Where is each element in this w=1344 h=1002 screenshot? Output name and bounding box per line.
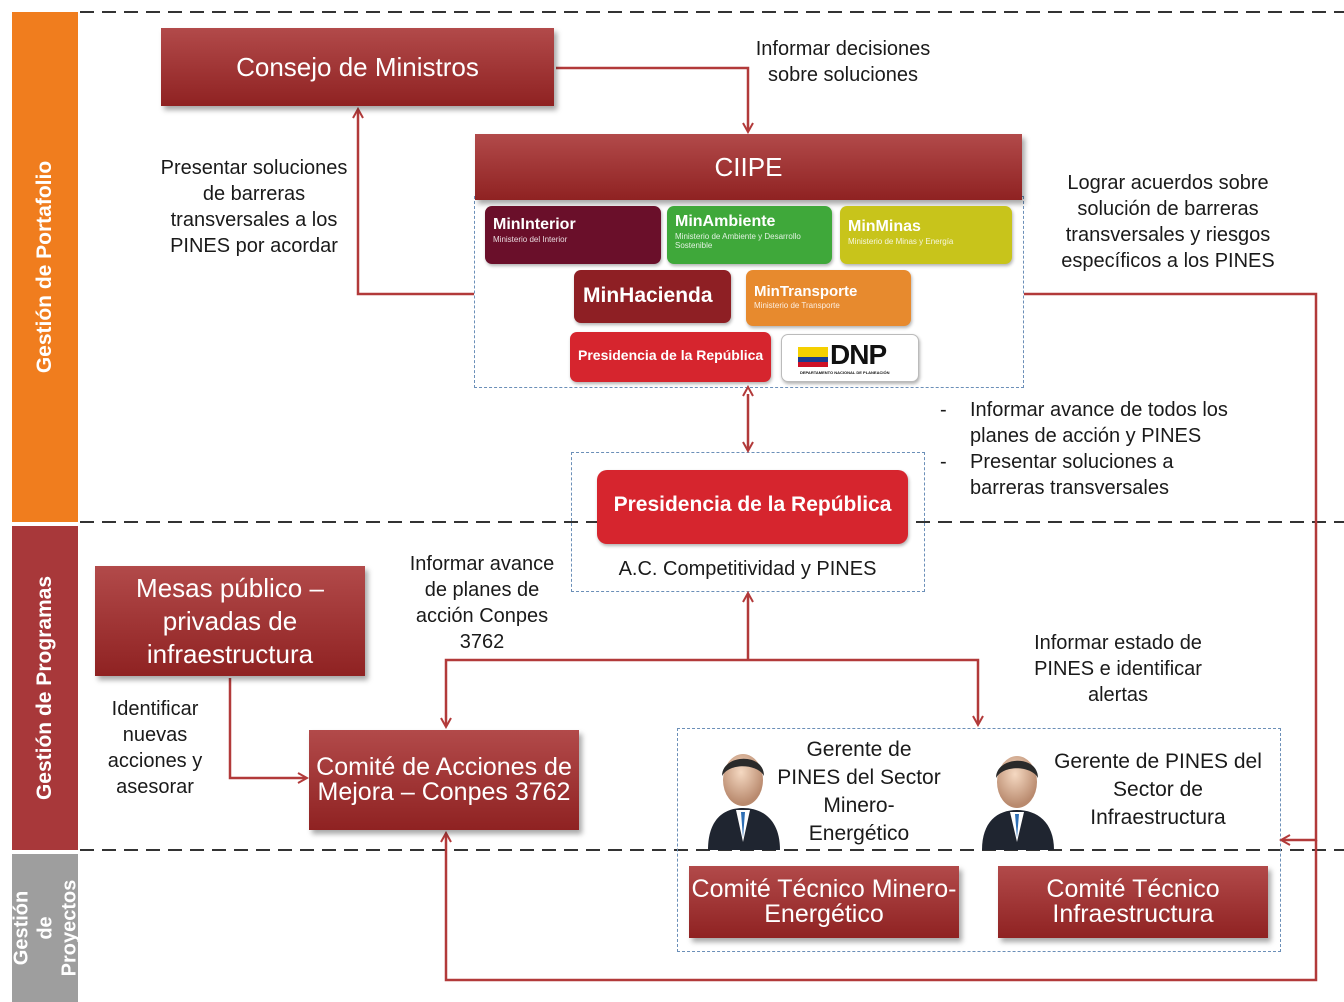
ac-competitividad-label: A.C. Competitividad y PINES <box>618 558 877 580</box>
bullet-item: - Informar avance de todos los planes de… <box>940 399 1228 447</box>
bullet-list: - Informar avance de todos los planes de… <box>940 397 1270 501</box>
minminas-logo: MinMinas Ministerio de Minas y Energía <box>840 206 1012 264</box>
informar-avance-conpes-label: Informar avance de planes de acción Conp… <box>409 553 555 653</box>
mesas-publico-privadas-box: Mesas público – privadas de infraestruct… <box>95 566 365 676</box>
presidencia-big-logo: Presidencia de la República <box>597 470 908 544</box>
gerente-infraestructura-avatar-icon <box>982 756 1054 850</box>
mintransporte-logo: MinTransporte Ministerio de Transporte <box>746 270 911 326</box>
comite-tecnico-infraestructura-box: Comité Técnico Infraestructura <box>998 866 1268 938</box>
informar-estado-label: Informar estado de PINES e identificar a… <box>1034 632 1202 706</box>
band-gestion-portafolio: Gestión de Portafolio <box>12 12 78 522</box>
presidencia-small-logo: Presidencia de la República <box>570 332 771 382</box>
informar-decisiones-label: Informar decisiones sobre soluciones <box>755 38 931 86</box>
gerente-minero-label: Gerente de PINES del Sector Minero-Energ… <box>777 738 941 845</box>
mininterior-logo: MinInterior Ministerio del Interior <box>485 206 661 264</box>
ciipe-box: CIIPE <box>475 134 1022 200</box>
comite-acciones-mejora-box: Comité de Acciones de Mejora – Conpes 37… <box>309 730 579 830</box>
dnp-logo: DNP DEPARTAMENTO NACIONAL DE PLANEACIÓN <box>781 334 919 382</box>
presentar-soluciones-label: Presentar soluciones de barreras transve… <box>160 157 348 257</box>
consejo-de-ministros-box: Consejo de Ministros <box>161 28 554 106</box>
band-gestion-programas: Gestión de Programas <box>12 526 78 850</box>
bullet-item: - Presentar soluciones a barreras transv… <box>940 451 1174 499</box>
minambiente-logo: MinAmbiente Ministerio de Ambiente y Des… <box>667 206 832 264</box>
gerente-infraestructura-label: Gerente de PINES del Sector de Infraestr… <box>1054 750 1262 829</box>
band-gestion-proyectos: Gestión de Proyectos <box>10 854 80 1002</box>
identificar-acciones-label: Identificar nuevas acciones y asesorar <box>107 698 203 798</box>
minhacienda-logo: MinHacienda <box>574 270 731 323</box>
comite-tecnico-minero-box: Comité Técnico Minero-Energético <box>689 866 959 938</box>
gerente-minero-avatar-icon <box>708 754 780 850</box>
lograr-acuerdos-label: Lograr acuerdos sobre solución de barrer… <box>1061 172 1275 272</box>
colombia-flag-icon <box>798 347 828 367</box>
